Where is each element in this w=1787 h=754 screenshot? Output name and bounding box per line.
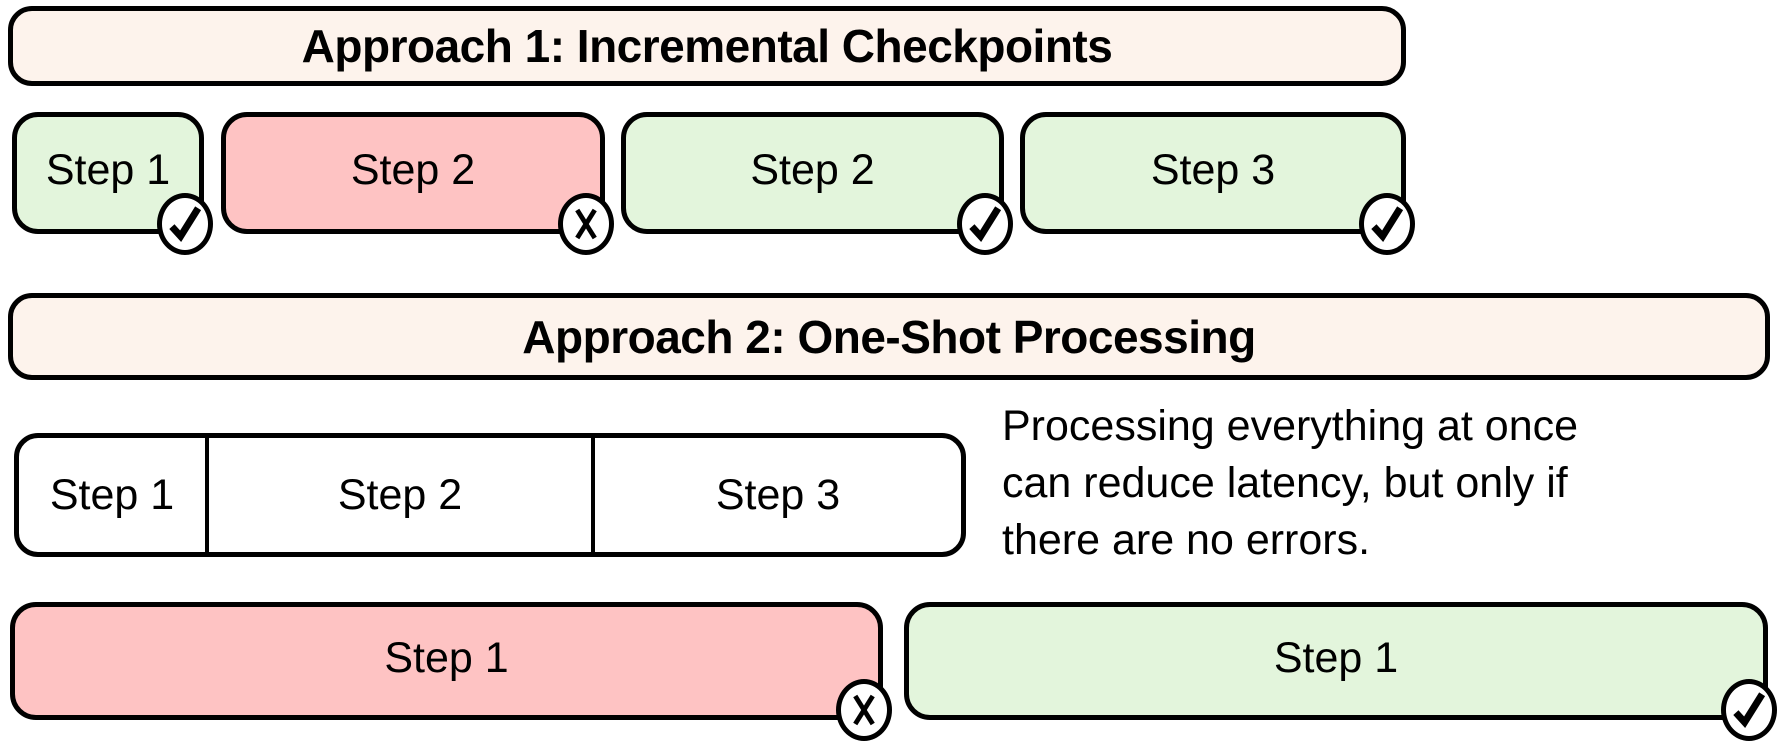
approach1-step-2-failed: Step 2: [221, 112, 614, 255]
approach2-attempt-success: Step 1: [904, 602, 1777, 741]
approach1-title: Approach 1: Incremental Checkpoints: [301, 20, 1113, 72]
approach1-step-3: Step 3: [1020, 112, 1415, 255]
approach1-step-2-retry: Step 2: [621, 112, 1013, 255]
step-label: Step 1: [45, 145, 171, 194]
step-label: Step 2: [750, 145, 875, 194]
step-label: Step 2: [337, 470, 463, 519]
x-icon: [836, 679, 892, 741]
approach1-step-1: Step 1: [12, 112, 213, 255]
check-icon: [1721, 679, 1777, 741]
note-line: there are no errors.: [1002, 516, 1371, 564]
step-label: Step 3: [1150, 145, 1276, 194]
step-label: Step 1: [49, 470, 175, 519]
approach2-header: Approach 2: One-Shot Processing: [8, 293, 1770, 380]
approach1-header: Approach 1: Incremental Checkpoints: [8, 6, 1406, 86]
note-line: Processing everything at once: [1002, 402, 1579, 450]
check-icon: [1359, 193, 1415, 255]
step-label: Step 3: [715, 470, 841, 519]
approach2-title: Approach 2: One-Shot Processing: [522, 310, 1256, 363]
check-icon: [957, 193, 1013, 255]
plan-step-2: Step 2: [205, 438, 591, 552]
x-icon: [558, 193, 614, 255]
one-shot-note: Processing everything at once can reduce…: [1002, 398, 1742, 569]
note-line: can reduce latency, but only if: [1002, 459, 1568, 507]
step-label: Step 1: [384, 633, 509, 682]
step-label: Step 2: [350, 145, 476, 194]
approach2-attempt-failed: Step 1: [10, 602, 892, 741]
plan-step-1: Step 1: [19, 438, 205, 552]
plan-step-3: Step 3: [591, 438, 961, 552]
approach2-plan: Step 1 Step 2 Step 3: [14, 433, 966, 557]
check-icon: [157, 193, 213, 255]
step-label: Step 1: [1273, 633, 1399, 682]
